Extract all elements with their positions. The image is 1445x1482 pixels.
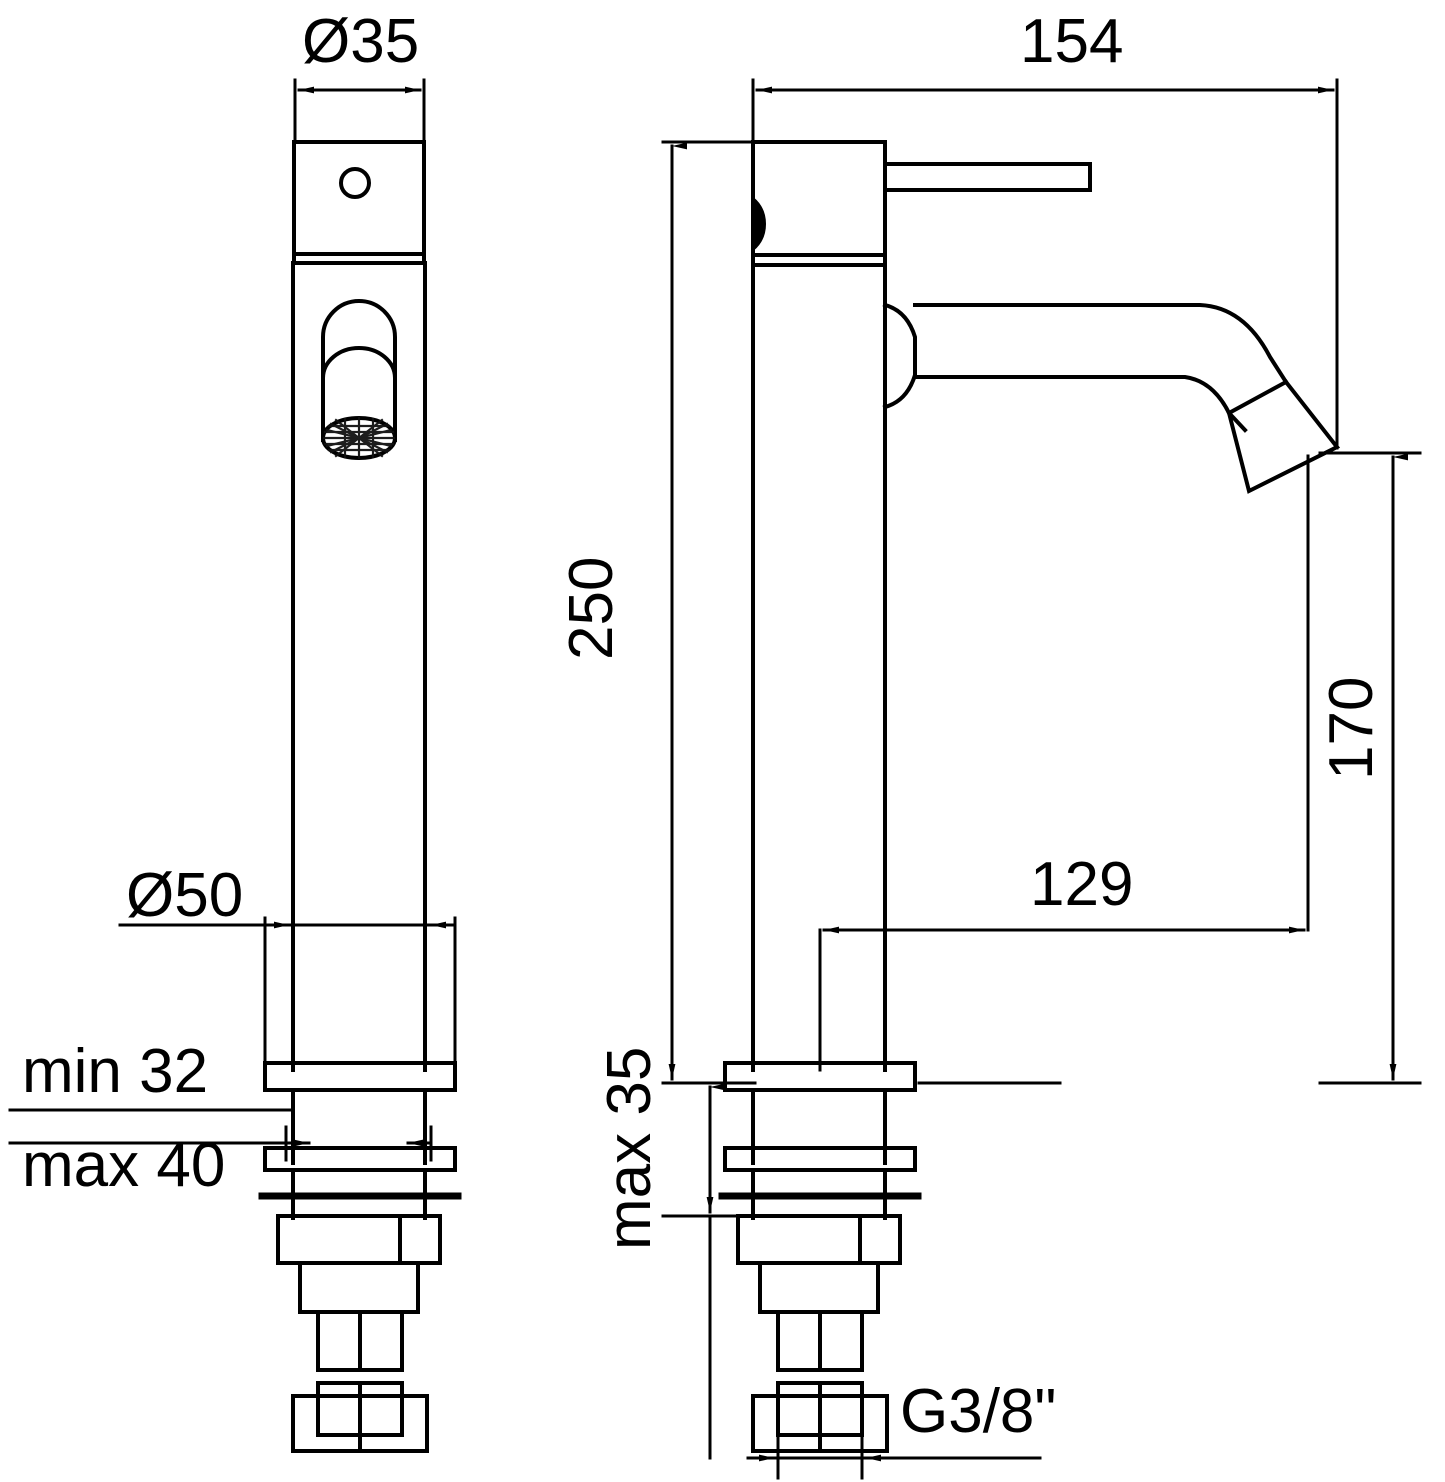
shank-max-label: max 35 [595, 1047, 664, 1250]
thread-label: G3/8" [900, 1377, 1056, 1446]
max-thickness-label: max 40 [22, 1131, 225, 1200]
reach-label: 154 [1020, 7, 1123, 76]
dim-spout-offset [818, 454, 1310, 1072]
side-body-column [751, 263, 887, 1072]
front-cartridge-housing [292, 140, 426, 265]
dim-mounting-thickness [8, 1108, 433, 1162]
min-thickness-label: min 32 [22, 1037, 208, 1106]
dim-diameter-top [293, 78, 426, 142]
side-view-group [661, 78, 1422, 1480]
side-cartridge-housing [751, 140, 887, 267]
front-view-group [8, 78, 462, 1453]
side-mounting-stack [718, 1061, 1062, 1453]
diameter-top-label: Ø35 [302, 7, 419, 76]
dim-thread [746, 1430, 1042, 1480]
total-height-label: 250 [557, 557, 626, 660]
spout-height-label: 170 [1317, 677, 1386, 780]
side-spout [882, 302, 1341, 494]
front-mounting-stack [258, 1088, 462, 1453]
side-handle-lever [883, 162, 1092, 192]
dim-total-height [661, 140, 762, 1085]
diameter-base-label: Ø50 [126, 861, 243, 930]
dim-spout-height [1318, 451, 1422, 1085]
front-escutcheon-flange [263, 1061, 457, 1092]
aerator-mesh [321, 416, 397, 460]
spout-offset-label: 129 [1030, 850, 1133, 919]
dim-shank-max [661, 1081, 757, 1460]
front-spout-projection [320, 299, 398, 442]
dim-diameter-base [118, 916, 457, 1077]
front-column [291, 261, 427, 1072]
